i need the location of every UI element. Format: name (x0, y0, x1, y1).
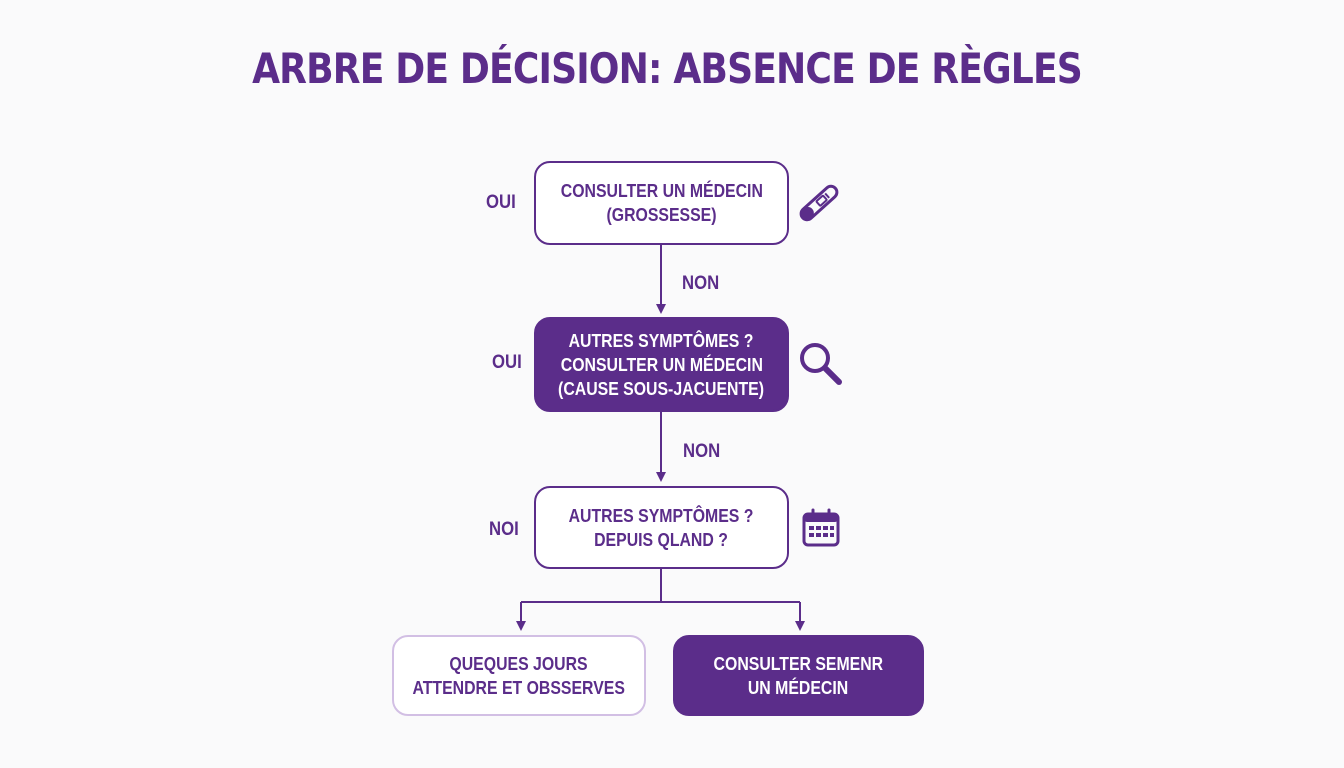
node-grossesse-line2: (GROSSESSE) (606, 205, 717, 225)
magnifier-icon (800, 343, 842, 385)
node-symptomes-line1: AUTRES SYMPTÔMES ? (569, 330, 754, 351)
pregnancy-test-icon (799, 184, 839, 222)
node-attendre: QUEQUES JOURS ATTENDRE ET OBSSERVES (392, 635, 646, 716)
label-oui-2: OUI (492, 352, 522, 373)
node-duree-line1: AUTRES SYMPTÔMES ? (569, 505, 754, 526)
label-non-2: NON (683, 441, 721, 462)
node-symptomes: AUTRES SYMPTÔMES ? CONSULTER UN MÉDECIN … (534, 317, 789, 412)
node-grossesse: CONSULTER UN MÉDECIN (GROSSESSE) (534, 161, 789, 245)
node-duree-line2: DEPUIS QLAND ? (594, 529, 729, 550)
label-non-1: NON (682, 273, 720, 294)
node-duree: AUTRES SYMPTÔMES ? DEPUIS QLAND ? (534, 486, 789, 569)
calendar-icon (802, 508, 840, 547)
node-consulter-line1: CONSULTER SEMENR (713, 653, 884, 674)
label-noi-3: NOI (489, 519, 519, 540)
node-grossesse-line1: CONSULTER UN MÉDECIN (560, 181, 763, 201)
node-consulter: CONSULTER SEMENR UN MÉDECIN (673, 635, 924, 716)
node-attendre-line2: ATTENDRE ET OBSSERVES (412, 677, 626, 698)
node-symptomes-line2: CONSULTER UN MÉDECIN (560, 354, 763, 375)
label-oui-1: OUI (486, 192, 516, 213)
node-symptomes-line3: (CAUSE SOUS-JACUENTE) (558, 378, 765, 399)
node-attendre-line1: QUEQUES JOURS (449, 653, 589, 674)
node-consulter-line2: UN MÉDECIN (748, 677, 849, 698)
page-title: ARBRE DE DÉCISION: ABSENCE DE RÈGLES (252, 44, 1083, 93)
